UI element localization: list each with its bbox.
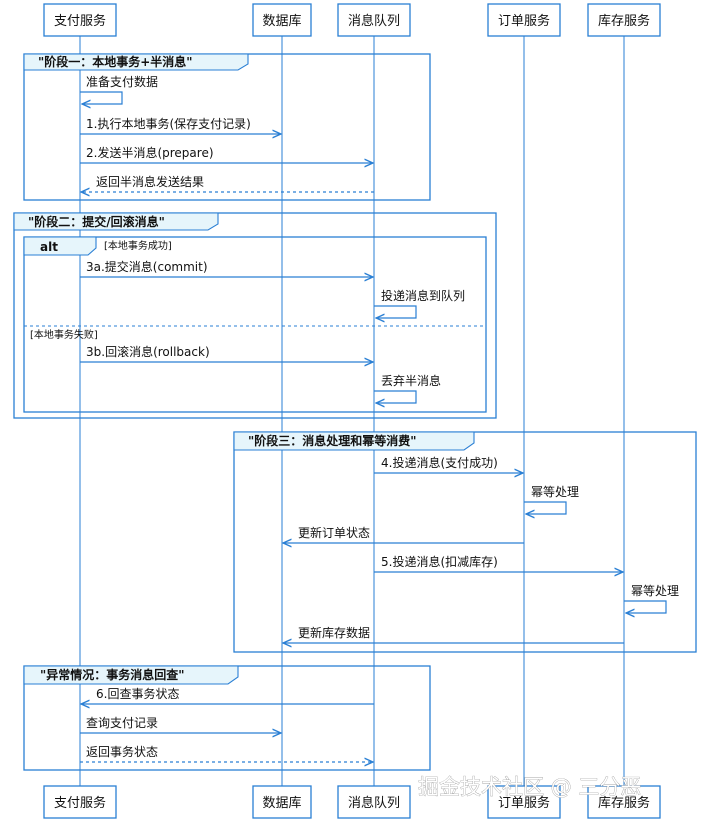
message-m7-label: 3b.回滚消息(rollback)	[86, 344, 210, 359]
group-exception: "异常情况：事务消息回查"	[23, 665, 431, 771]
message-m13-arrow	[624, 600, 667, 613]
participant-db-top: 数据库	[262, 13, 301, 29]
participant-order-bottom: 订单服务	[498, 795, 550, 811]
message-m3-label: 2.发送半消息(prepare)	[86, 145, 214, 160]
message-m16-label: 查询支付记录	[86, 716, 158, 730]
watermark: 掘金技术社区 @ 三分恶	[418, 775, 641, 799]
group-phase3-label: "阶段三：消息处理和幂等消费"	[248, 433, 417, 448]
participants-bottom: 支付服务 数据库 消息队列 订单服务 库存服务	[43, 785, 661, 819]
messages: 准备支付数据 1.执行本地事务(保存支付记录) 2.发送半消息(prepare)…	[80, 74, 679, 762]
message-m12-label: 5.投递消息(扣减库存)	[381, 554, 498, 569]
alt-condition-failure: [本地事务失败]	[30, 328, 98, 341]
message-m6-label: 投递消息到队列	[381, 288, 465, 303]
message-m2-label: 1.执行本地事务(保存支付记录)	[86, 116, 251, 131]
participant-order-top: 订单服务	[498, 13, 550, 29]
message-m10-label: 幂等处理	[531, 485, 579, 499]
participant-db-bottom: 数据库	[262, 795, 301, 811]
message-m11-label: 更新订单状态	[298, 525, 370, 540]
participant-mq-bottom: 消息队列	[348, 795, 400, 811]
message-m5-label: 3a.提交消息(commit)	[86, 259, 208, 274]
message-m17-label: 返回事务状态	[86, 744, 158, 759]
lifelines	[79, 36, 625, 786]
alt-label: alt	[40, 240, 58, 254]
message-m6-arrow	[374, 305, 417, 318]
participant-stock-bottom: 库存服务	[598, 795, 650, 811]
group-phase3: "阶段三：消息处理和幂等消费"	[233, 431, 697, 653]
message-m4-label: 返回半消息发送结果	[96, 174, 204, 189]
group-phase2: "阶段二：提交/回滚消息" alt [本地事务成功] [本地事务失败]	[13, 212, 497, 419]
message-m13-label: 幂等处理	[631, 584, 679, 598]
participant-mq-top: 消息队列	[348, 13, 400, 29]
participant-stock-top: 库存服务	[598, 13, 650, 29]
message-m8-arrow	[374, 390, 417, 403]
message-m1-arrow	[80, 91, 123, 104]
message-m15-label: 6.回查事务状态	[96, 686, 179, 701]
participant-pay-bottom: 支付服务	[54, 795, 106, 811]
group-phase1-label: "阶段一：本地事务+半消息"	[38, 54, 193, 69]
participant-pay-top: 支付服务	[54, 13, 106, 29]
alt-condition-success: [本地事务成功]	[104, 239, 172, 252]
message-m9-label: 4.投递消息(支付成功)	[381, 455, 498, 470]
participants-top: 支付服务 数据库 消息队列 订单服务 库存服务	[43, 3, 661, 37]
message-m1-label: 准备支付数据	[86, 74, 158, 89]
group-exception-label: "异常情况：事务消息回查"	[40, 667, 185, 682]
message-m10-arrow	[524, 501, 567, 514]
group-phase2-label: "阶段二：提交/回滚消息"	[28, 214, 165, 229]
message-m14-label: 更新库存数据	[298, 625, 370, 640]
message-m8-label: 丢弃半消息	[381, 373, 441, 388]
group-phase1: "阶段一：本地事务+半消息"	[23, 53, 431, 201]
